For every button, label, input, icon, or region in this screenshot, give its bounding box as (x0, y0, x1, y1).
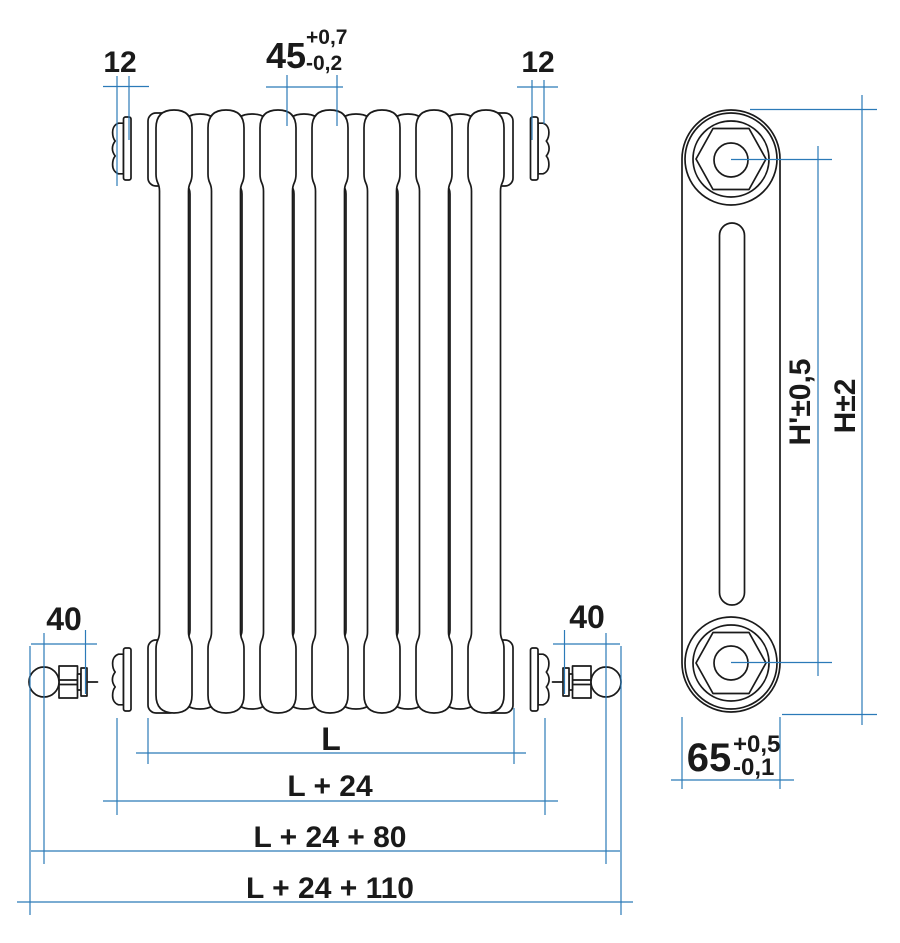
front-view (28, 109, 622, 714)
blind-plug-bottom-right (529, 647, 550, 712)
label-length: L (321, 721, 341, 757)
blind-plug-bottom-left (111, 647, 132, 712)
front-columns (155, 109, 505, 714)
dim-depth (671, 717, 794, 789)
dim-valve-right (553, 630, 620, 694)
front-column (311, 109, 349, 714)
valve-bottom-left (28, 665, 99, 699)
label-depth: 65 (687, 736, 732, 780)
label-depth-tol-minus: -0,1 (733, 754, 774, 781)
front-column (155, 109, 193, 714)
blind-plug-top-left (111, 116, 132, 181)
dim-valve-left (31, 630, 97, 694)
front-column (467, 109, 505, 714)
dim-plug-top-right (517, 80, 558, 140)
label-valve-right: 40 (569, 599, 605, 635)
dim-length-plugs (103, 718, 558, 815)
dim-length-valves (31, 633, 620, 864)
label-pitch: 45 (266, 35, 306, 76)
label-plug-top-left: 12 (103, 46, 136, 79)
dim-axis-height (731, 146, 832, 676)
label-plug-top-right: 12 (521, 46, 554, 79)
label-pitch-tol-minus: -0,2 (306, 52, 342, 75)
label-overall-height: H±2 (829, 379, 862, 434)
front-column (259, 109, 297, 714)
dimension-labels: 12 45 +0,7 -0,2 12 40 40 L L + 24 L + 24… (46, 26, 862, 905)
dimension-lines (17, 75, 877, 915)
label-depth-tol-plus: +0,5 (733, 731, 780, 758)
rear-columns (182, 113, 478, 710)
dim-length-overall (17, 646, 633, 915)
side-groove (718, 222, 746, 606)
blind-plug-top-right (529, 116, 550, 181)
label-length-overall: L + 24 + 110 (246, 872, 414, 905)
label-length-valves: L + 24 + 80 (254, 821, 407, 854)
side-view (681, 109, 781, 713)
label-valve-left: 40 (46, 601, 82, 637)
dim-length (136, 708, 526, 764)
label-axis-height: H'±0,5 (784, 359, 817, 446)
label-length-plugs: L + 24 (287, 770, 373, 803)
label-pitch-tol-plus: +0,7 (306, 26, 347, 49)
dim-pitch (266, 75, 343, 126)
front-column (207, 109, 245, 714)
front-column (363, 109, 401, 714)
dim-overall-height (750, 95, 877, 725)
dim-plug-top-left (103, 76, 149, 186)
front-column (415, 109, 453, 714)
valve-bottom-right (551, 665, 622, 699)
